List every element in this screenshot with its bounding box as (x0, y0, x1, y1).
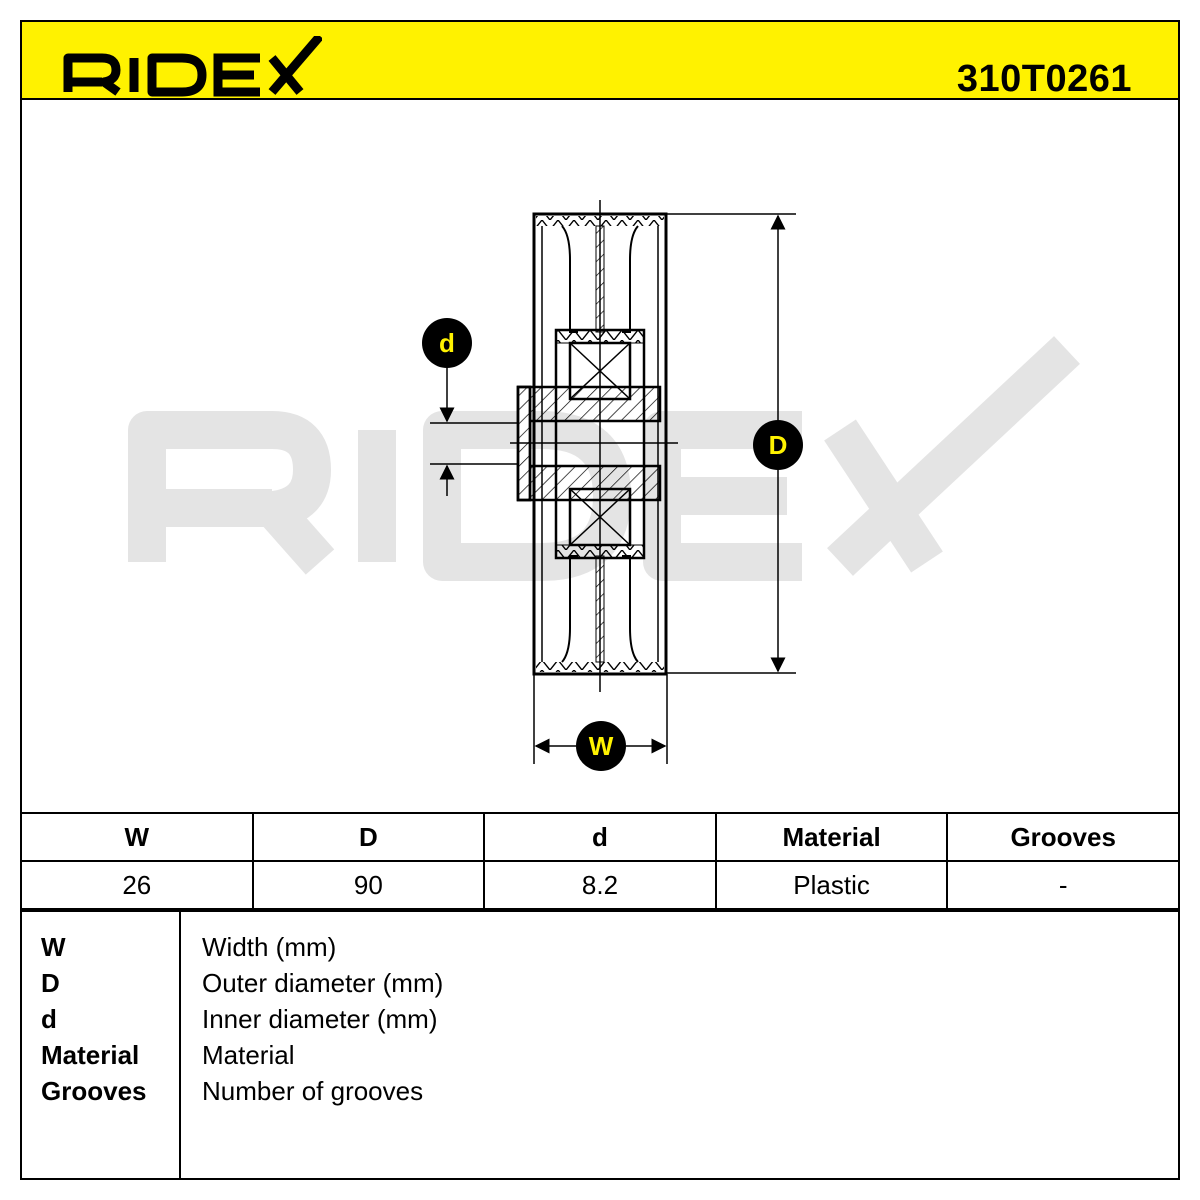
legend-desc: Outer diameter (mm) (202, 968, 444, 998)
brand-logo (63, 36, 322, 97)
label-W: W (589, 731, 614, 761)
specs-table: W D d Material Grooves 26 90 8.2 Plastic… (20, 812, 1180, 910)
legend-row: Grooves Number of grooves (22, 1076, 1178, 1112)
specs-value: - (946, 860, 1180, 910)
legend-key: Grooves (41, 1076, 147, 1106)
specs-value: 26 (20, 860, 254, 910)
legend-desc: Inner diameter (mm) (202, 1004, 438, 1034)
header-bar: 310T0261 (20, 20, 1180, 100)
technical-drawing: d D W (128, 200, 1080, 771)
label-d-bubble: d (422, 318, 472, 368)
specs-value: 90 (251, 860, 486, 910)
legend-desc: Number of grooves (202, 1076, 424, 1106)
legend-key: D (41, 968, 60, 998)
outer-diameter-dimension (666, 213, 796, 674)
specs-header: D (251, 812, 486, 862)
specs-value: 8.2 (483, 860, 717, 910)
legend-row: d Inner diameter (mm) (22, 1004, 1178, 1040)
specs-header: d (483, 812, 717, 862)
label-d: d (439, 328, 455, 358)
width-dimension (533, 674, 668, 764)
specs-header-row: W D d Material Grooves (20, 812, 1180, 862)
legend-row: Material Material (22, 1040, 1178, 1076)
specs-header: Material (714, 812, 949, 862)
center-lines (430, 200, 678, 692)
specs-value: Plastic (714, 860, 949, 910)
watermark-logo (128, 336, 1080, 581)
label-W-bubble: W (576, 721, 626, 771)
specs-header: W (20, 812, 254, 862)
legend-key: d (41, 1004, 57, 1034)
legend-key: W (41, 932, 66, 962)
legend-divider (179, 912, 181, 1178)
specs-value-row: 26 90 8.2 Plastic - (20, 860, 1180, 910)
specs-header: Grooves (946, 812, 1180, 862)
label-D: D (769, 430, 788, 460)
legend-desc: Width (mm) (202, 932, 337, 962)
label-D-bubble: D (753, 420, 803, 470)
part-number: 310T0261 (956, 58, 1132, 100)
legend-row: W Width (mm) (22, 932, 1178, 968)
legend-desc: Material (202, 1040, 295, 1070)
legend-box: W Width (mm) D Outer diameter (mm) d Inn… (20, 910, 1180, 1180)
legend-key: Material (41, 1040, 140, 1070)
legend-row: D Outer diameter (mm) (22, 968, 1178, 1004)
